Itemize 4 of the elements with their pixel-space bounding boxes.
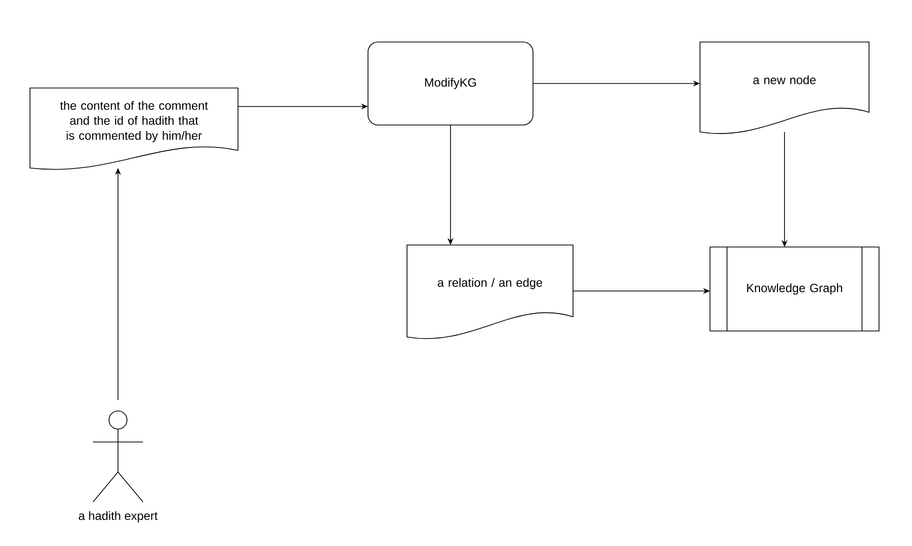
actor-figure [92,410,144,502]
predefined-process-box: Knowledge Graph [710,246,880,332]
process-box: ModifyKG [368,42,534,126]
actor-label: a hadith expert [78,511,158,522]
